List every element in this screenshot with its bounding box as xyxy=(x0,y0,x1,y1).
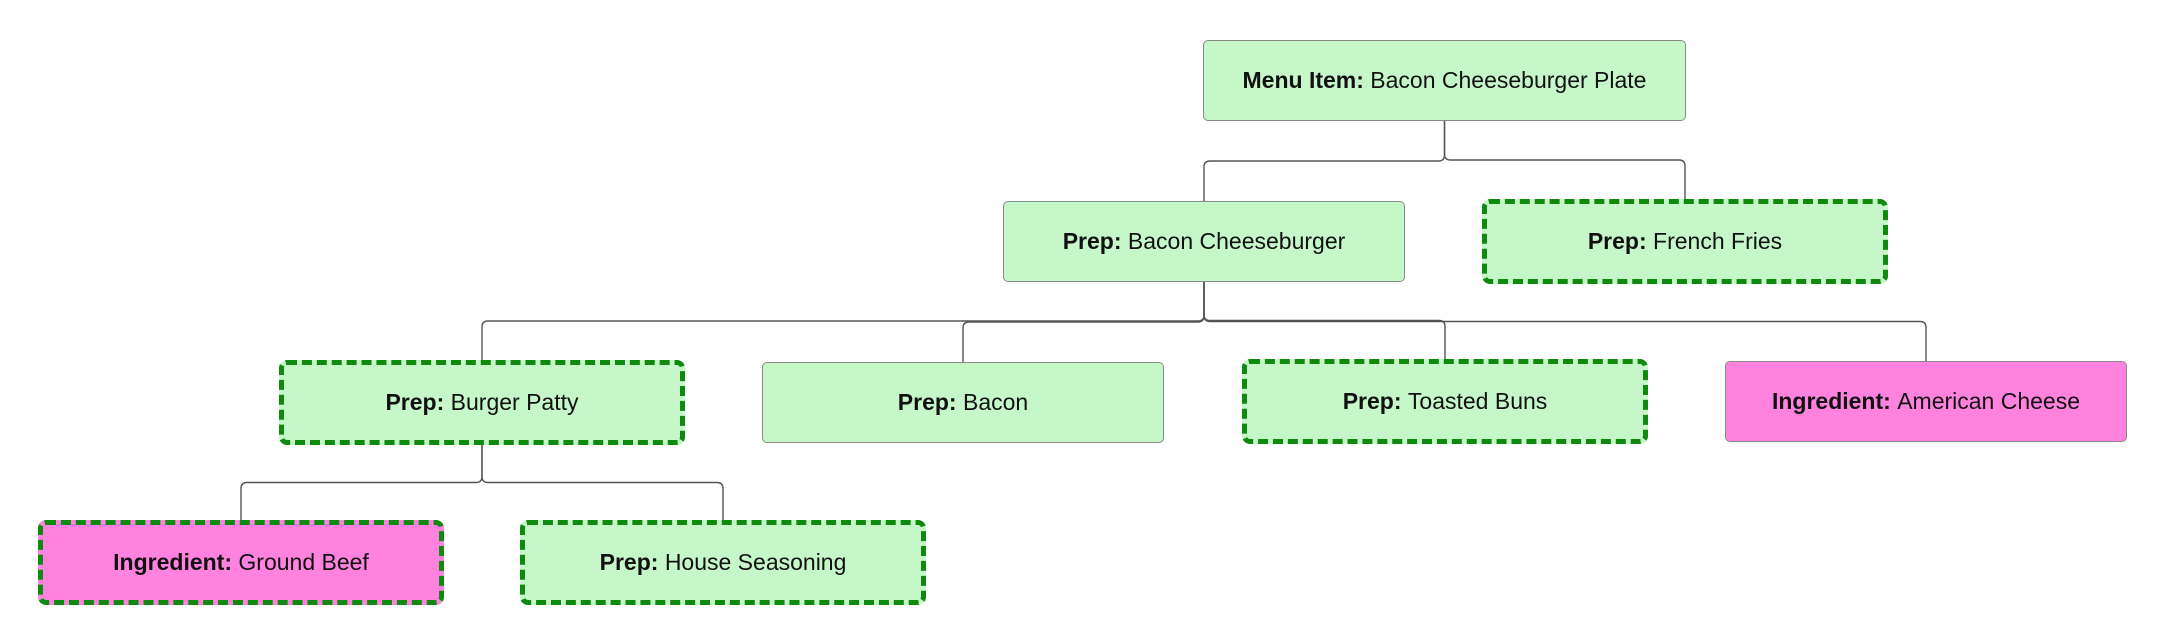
node-ingredient-american-cheese[interactable]: Ingredient: American Cheese xyxy=(1725,361,2127,442)
node-prep-house-seasoning[interactable]: Prep: House Seasoning xyxy=(520,520,926,605)
node-kind: Prep xyxy=(897,389,949,415)
node-prep-french-fries[interactable]: Prep: French Fries xyxy=(1482,199,1888,284)
connector-prep-burger-patty-to-ingredient-ground-beef xyxy=(240,445,483,520)
node-label: Ground Beef xyxy=(238,549,369,575)
node-prep-bacon[interactable]: Prep: Bacon xyxy=(762,362,1164,443)
node-prep-bacon-cheeseburger[interactable]: Prep: Bacon Cheeseburger xyxy=(1003,201,1405,282)
node-label: Bacon Cheeseburger xyxy=(1127,228,1346,254)
node-kind: Prep xyxy=(385,389,437,415)
connector-prep-bacon-cheeseburger-to-prep-bacon xyxy=(962,282,1205,362)
node-kind: Menu Item xyxy=(1242,67,1357,93)
node-kind: Ingredient xyxy=(1771,388,1884,414)
node-label: American Cheese xyxy=(1897,388,2081,414)
node-kind: Prep xyxy=(599,549,651,575)
connector-menu-item-bacon-cheeseburger-plate-to-prep-bacon-cheeseburger xyxy=(1203,121,1446,201)
connector-prep-bacon-cheeseburger-to-ingredient-american-cheese xyxy=(1203,282,1927,361)
connector-prep-burger-patty-to-prep-house-seasoning xyxy=(481,445,724,520)
node-label: Bacon xyxy=(962,389,1029,415)
node-label: French Fries xyxy=(1653,228,1783,254)
node-kind: Prep xyxy=(1062,228,1114,254)
node-kind: Ingredient xyxy=(113,549,225,575)
connector-menu-item-bacon-cheeseburger-plate-to-prep-french-fries xyxy=(1443,121,1686,199)
node-prep-burger-patty[interactable]: Prep: Burger Patty xyxy=(279,360,685,445)
node-label: House Seasoning xyxy=(664,549,847,575)
connector-prep-bacon-cheeseburger-to-prep-burger-patty xyxy=(481,282,1205,360)
node-ingredient-ground-beef[interactable]: Ingredient: Ground Beef xyxy=(38,520,444,605)
node-label: Burger Patty xyxy=(450,389,579,415)
node-label: Bacon Cheeseburger Plate xyxy=(1370,67,1647,93)
node-kind: Prep xyxy=(1587,228,1639,254)
node-prep-toasted-buns[interactable]: Prep: Toasted Buns xyxy=(1242,359,1648,444)
node-menu-item-bacon-cheeseburger-plate[interactable]: Menu Item: Bacon Cheeseburger Plate xyxy=(1203,40,1686,121)
node-kind: Prep xyxy=(1342,388,1394,414)
connector-prep-bacon-cheeseburger-to-prep-toasted-buns xyxy=(1203,282,1446,359)
node-label: Toasted Buns xyxy=(1407,388,1548,414)
